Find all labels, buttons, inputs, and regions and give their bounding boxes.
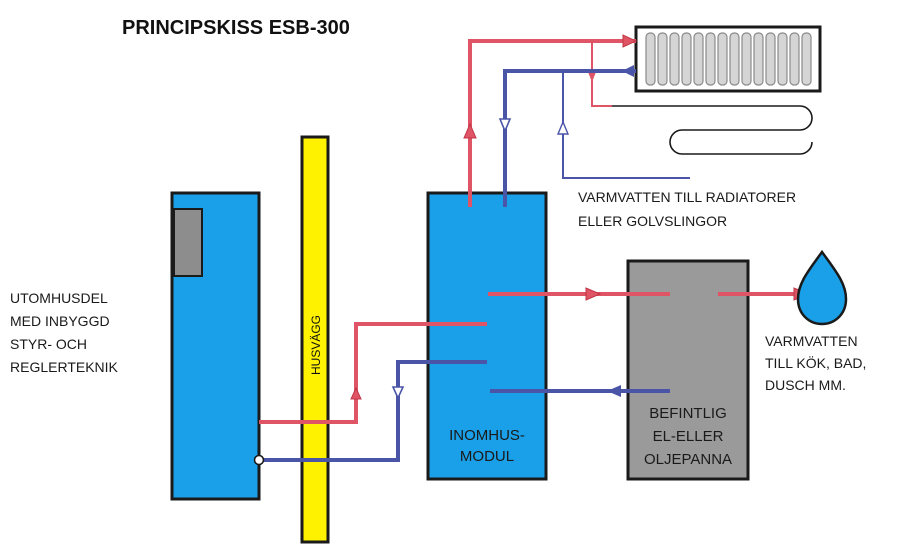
arrow-right-icon bbox=[585, 287, 602, 301]
outdoor-label-1: UTOMHUSDEL bbox=[10, 290, 108, 306]
existing-boiler: BEFINTLIG EL-ELLER OLJEPANNA bbox=[626, 259, 750, 481]
pipe-connector bbox=[253, 454, 265, 466]
arrow-up-icon bbox=[463, 122, 477, 139]
outdoor-label-4: REGLERTEKNIK bbox=[10, 359, 119, 375]
diagram-title: PRINCIPSKISS ESB-300 bbox=[122, 17, 350, 39]
radiator-label-1: VARMVATTEN TILL RADIATORER bbox=[578, 189, 796, 205]
hot-water-label-2: TILL KÖK, BAD, bbox=[765, 354, 866, 371]
arrow-down-icon bbox=[498, 118, 512, 134]
hot-water-label-3: DUSCH MM. bbox=[765, 377, 846, 393]
hot-water-label-1: VARMVATTEN bbox=[765, 333, 858, 349]
boiler-label-2: EL-ELLER bbox=[653, 428, 724, 445]
control-panel bbox=[173, 208, 203, 277]
water-drop-icon bbox=[796, 249, 848, 326]
arrow-down-icon bbox=[391, 386, 405, 400]
outdoor-unit bbox=[170, 191, 261, 501]
boiler-label-1: BEFINTLIG bbox=[649, 405, 727, 422]
supply-pipe-outdoor bbox=[259, 322, 487, 424]
house-wall: HUSVÄGG bbox=[300, 135, 330, 544]
arrow-down-icon bbox=[588, 72, 596, 82]
radiator-icon bbox=[634, 25, 822, 93]
boiler-label-3: OLJEPANNA bbox=[644, 451, 732, 468]
return-pipe-radiator bbox=[503, 69, 636, 207]
arrow-up-icon bbox=[350, 386, 362, 400]
supply-pipe-floor bbox=[591, 41, 612, 107]
supply-pipe-radiator bbox=[468, 39, 636, 207]
indoor-module-label-2: MODUL bbox=[460, 448, 514, 465]
arrow-left-icon bbox=[607, 385, 621, 397]
return-pipe-floor bbox=[562, 71, 690, 179]
house-wall-label: HUSVÄGG bbox=[309, 315, 323, 375]
outdoor-label-3: STYR- OCH bbox=[10, 336, 87, 352]
indoor-module: INOMHUS- MODUL bbox=[426, 191, 548, 481]
arrow-left-icon bbox=[622, 65, 634, 77]
arrow-right-icon bbox=[622, 34, 638, 48]
return-pipe-outdoor bbox=[259, 360, 487, 462]
outdoor-label-2: MED INBYGGD bbox=[10, 313, 110, 329]
arrow-up-icon bbox=[556, 120, 570, 135]
indoor-module-label-1: INOMHUS- bbox=[449, 427, 525, 444]
radiator-label-2: ELLER GOLVSLINGOR bbox=[578, 213, 727, 229]
floor-coil-icon bbox=[592, 105, 813, 155]
